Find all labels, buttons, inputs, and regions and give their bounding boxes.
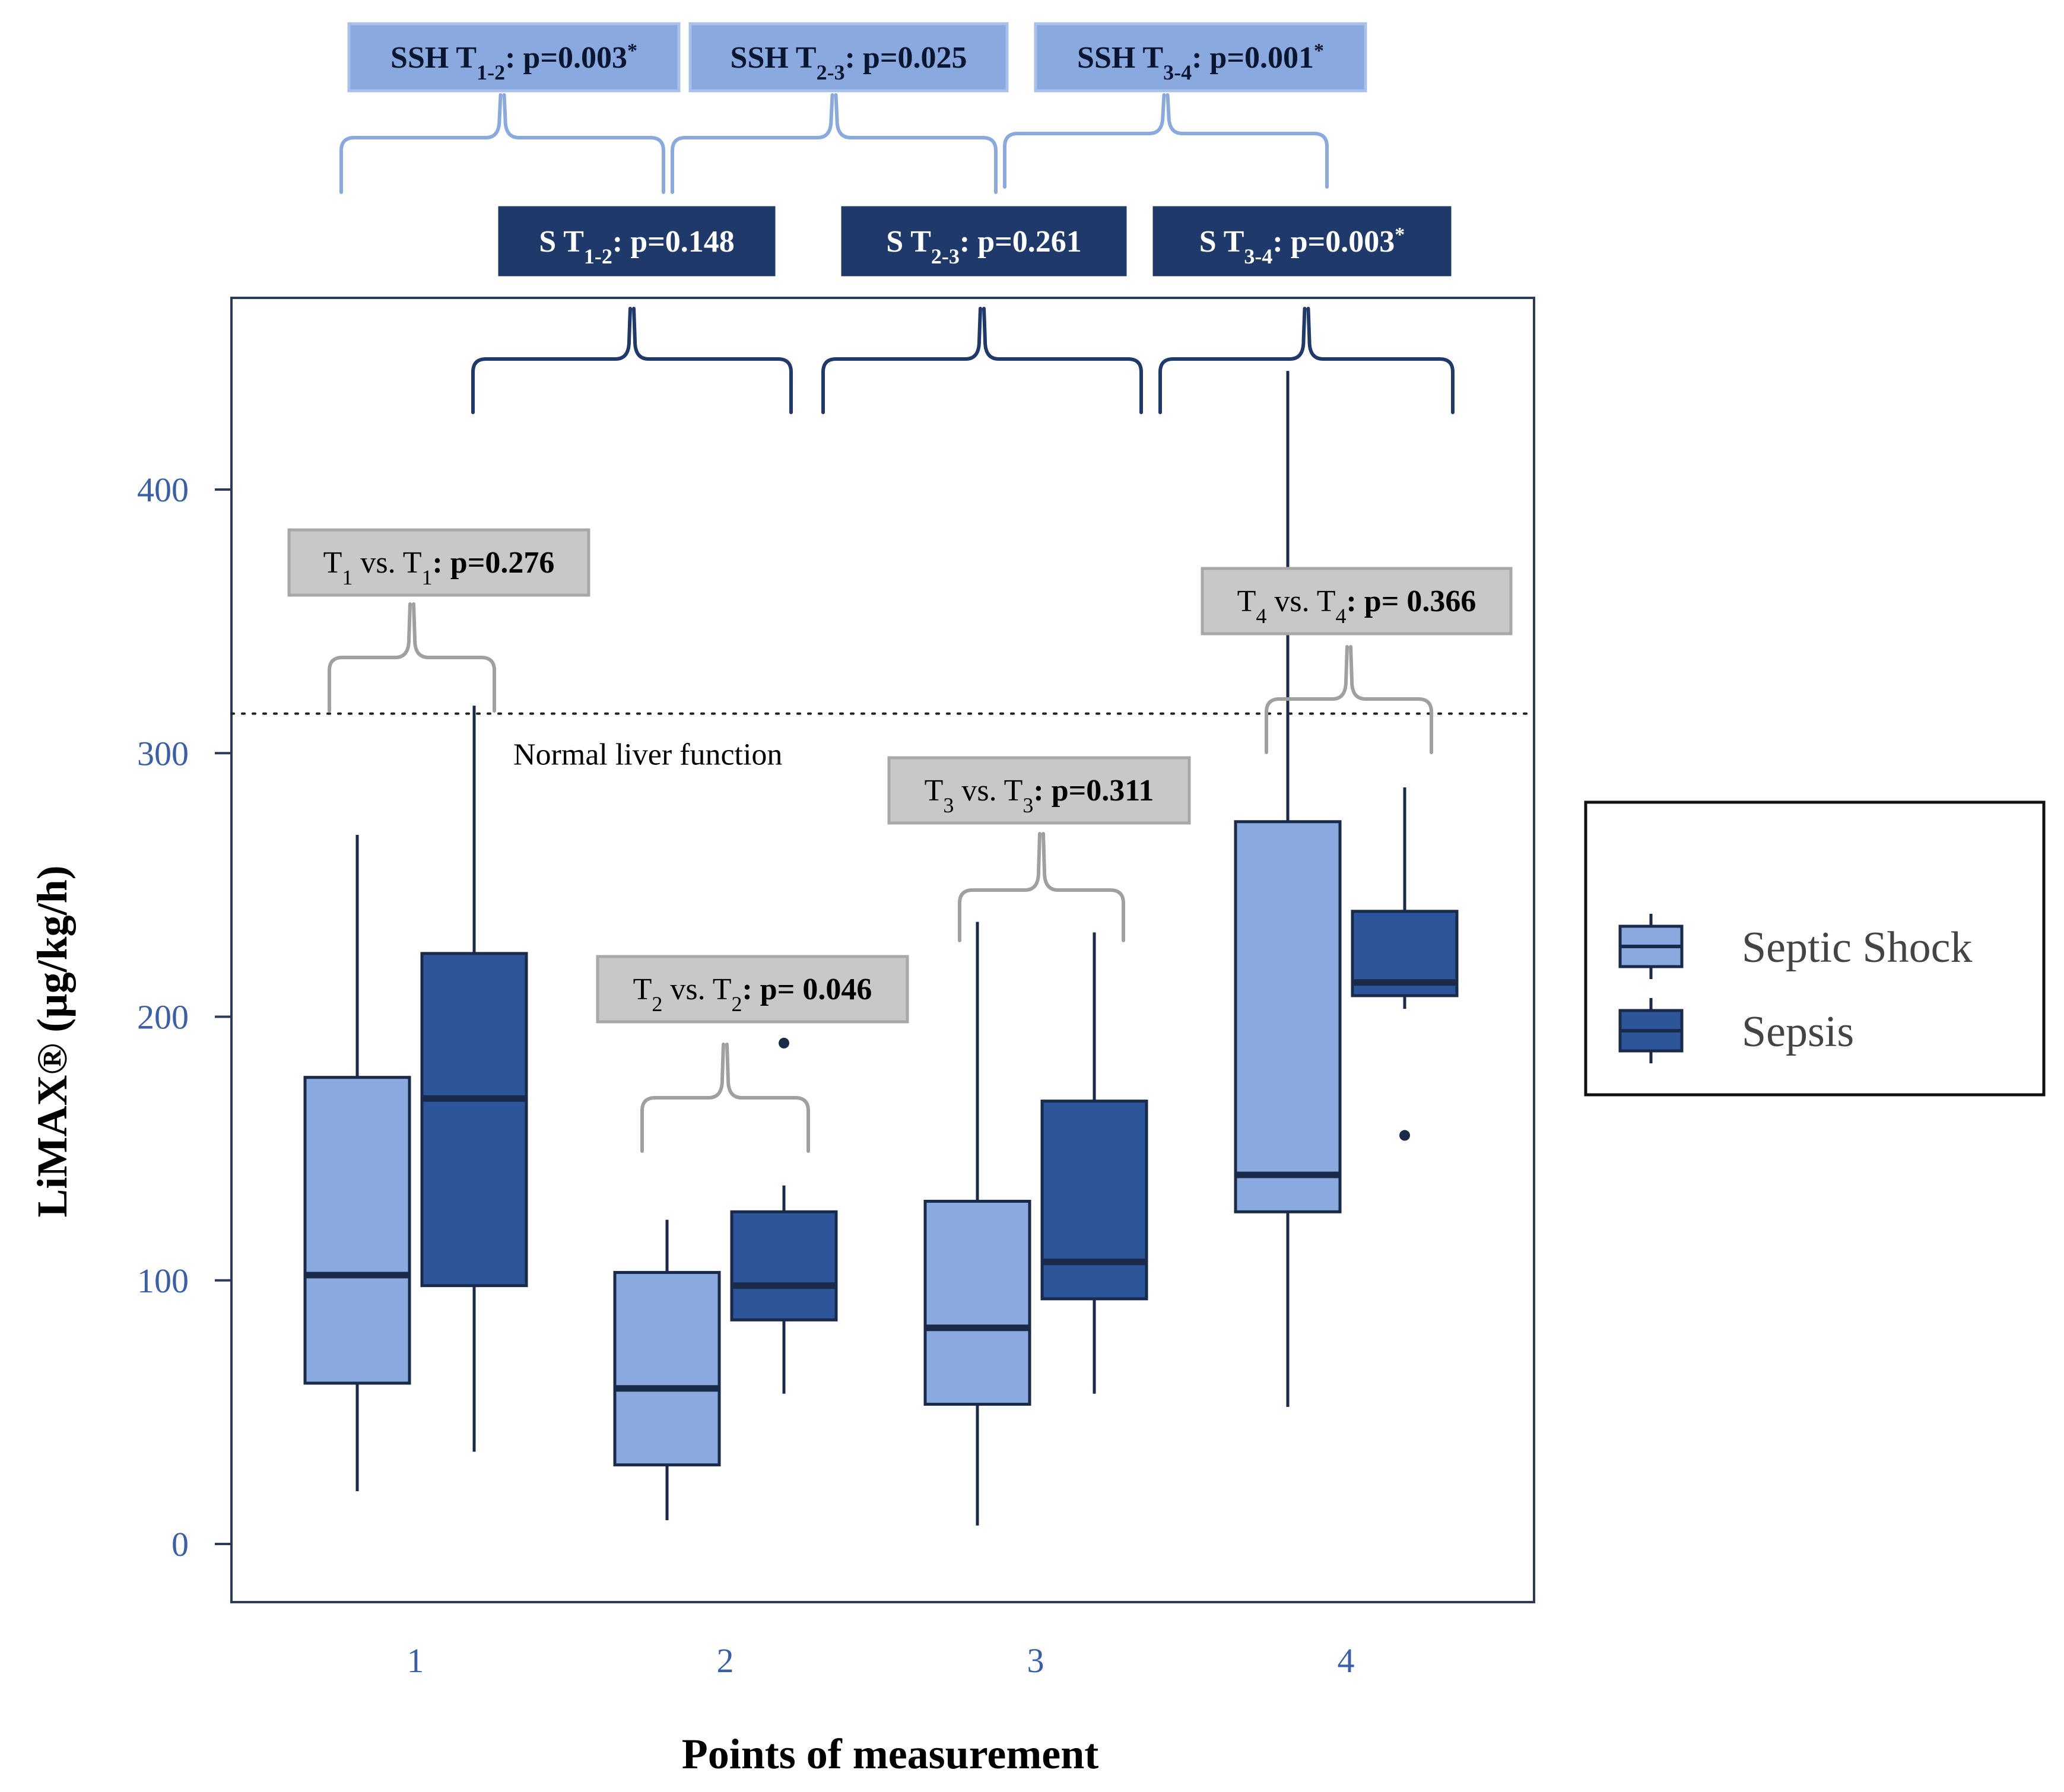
box-iqr [730, 1210, 838, 1321]
time-comparison-box [841, 206, 1127, 277]
box-sepsis-2 [730, 1037, 838, 1394]
x-tick-label: 2 [717, 1641, 734, 1680]
time-comparison-box [1152, 206, 1452, 277]
plot-frame-layer [230, 297, 1535, 1603]
reference-line-layer: Normal liver function [230, 712, 1535, 772]
group-comparison-4: T4 vs. T4: p= 0.366 [1201, 567, 1513, 754]
group-comparison-box [596, 955, 909, 1024]
time-comparison-label: S T2-3: p=0.261 [886, 225, 1082, 268]
x-axis-title: Points of measurement [682, 1730, 1099, 1778]
box-sepsis-4 [1351, 787, 1459, 1141]
time-bracket [1003, 93, 1329, 189]
box-sepsis-3 [1040, 932, 1148, 1394]
time-comparison-ssh-3-4: SSH T3-4: p=0.001* [1003, 22, 1367, 189]
time-comparison-ssh-2-3: SSH T2-3: p=0.025 [671, 22, 1009, 194]
time-comparison-s-1-2: S T1-2: p=0.148 [471, 206, 793, 414]
box-iqr [923, 1199, 1031, 1406]
group-comparison-label: T3 vs. T3: p=0.311 [925, 774, 1154, 817]
time-comparison-box [498, 206, 776, 277]
time-bracket [1158, 307, 1455, 414]
time-bracket [471, 307, 793, 414]
legend-item-sepsis: Sepsis [1618, 998, 1854, 1063]
time-comparison-box [347, 22, 681, 93]
time-comparison-s-2-3: S T2-3: p=0.261 [821, 206, 1143, 414]
group-comparison-label: T4 vs. T4: p= 0.366 [1237, 584, 1476, 628]
time-comparison-label: SSH T2-3: p=0.025 [731, 41, 967, 84]
time-comparison-box [1034, 22, 1367, 93]
time-comparison-box [688, 22, 1009, 93]
group-comparison-1: T1 vs. T1: p=0.276 [287, 528, 590, 713]
group-comparison-box [1201, 567, 1513, 636]
outlier-point [1399, 1130, 1410, 1141]
box-sepsis-1 [420, 706, 528, 1452]
group-comparison-box [887, 756, 1191, 825]
box-iqr [420, 952, 528, 1288]
group-bracket [328, 602, 496, 713]
y-tick-label: 0 [172, 1525, 189, 1564]
group-comparison-2: T2 vs. T2: p= 0.046 [596, 955, 909, 1153]
group-bracket [1265, 645, 1433, 754]
x-tick-label: 1 [407, 1641, 424, 1680]
time-comparison-label: SSH T3-4: p=0.001* [1077, 40, 1324, 85]
box-iqr [1234, 820, 1342, 1213]
time-bracket [339, 93, 665, 194]
plot-frame [230, 297, 1535, 1603]
boxes-layer [303, 371, 1459, 1526]
group-comparison-layer: T1 vs. T1: p=0.276 T2 vs. T2: p= 0.046 T3 … [287, 528, 1513, 1153]
box-septic_shock-2 [613, 1219, 721, 1521]
box-septic_shock-3 [923, 922, 1031, 1526]
group-comparison-label: T1 vs. T1: p=0.276 [323, 546, 555, 589]
box-iqr [303, 1076, 411, 1385]
box-iqr [1040, 1100, 1148, 1301]
legend-label: Septic Shock [1742, 923, 1972, 972]
box-septic_shock-4 [1234, 371, 1342, 1407]
group-comparison-3: T3 vs. T3: p=0.311 [887, 756, 1191, 942]
time-comparison-label: S T3-4: p=0.003* [1199, 224, 1405, 269]
time-comparison-ssh-1-2: SSH T1-2: p=0.003* [339, 22, 681, 194]
group-comparison-box [287, 528, 590, 597]
reference-line-label: Normal liver function [513, 738, 782, 772]
group-bracket [640, 1043, 810, 1153]
time-bracket [821, 307, 1143, 414]
legend-label: Sepsis [1742, 1008, 1854, 1056]
group-comparison-label: T2 vs. T2: p= 0.046 [633, 973, 872, 1016]
x-tick-label: 3 [1027, 1641, 1044, 1680]
y-tick-label: 200 [137, 998, 189, 1037]
y-tick-label: 100 [137, 1262, 189, 1300]
y-tick-label: 400 [137, 471, 189, 509]
y-tick-label: 300 [137, 734, 189, 773]
time-comparison-label: S T1-2: p=0.148 [539, 225, 735, 268]
x-tick-label: 4 [1338, 1641, 1355, 1680]
time-comparison-s-3-4: S T3-4: p=0.003* [1152, 206, 1455, 414]
box-septic_shock-1 [303, 834, 411, 1492]
group-bracket [958, 832, 1125, 942]
legend-item-septic-shock: Septic Shock [1618, 914, 1972, 979]
time-comparison-layer: SSH T1-2: p=0.003* SSH T2-3: p=0.025 SSH T… [339, 22, 1455, 414]
outlier-point [779, 1037, 789, 1048]
y-axis-title: LiMAX® (µg/kg/h) [28, 865, 76, 1217]
box-iqr [613, 1270, 721, 1467]
time-comparison-label: SSH T1-2: p=0.003* [390, 40, 637, 85]
time-bracket [671, 93, 998, 194]
